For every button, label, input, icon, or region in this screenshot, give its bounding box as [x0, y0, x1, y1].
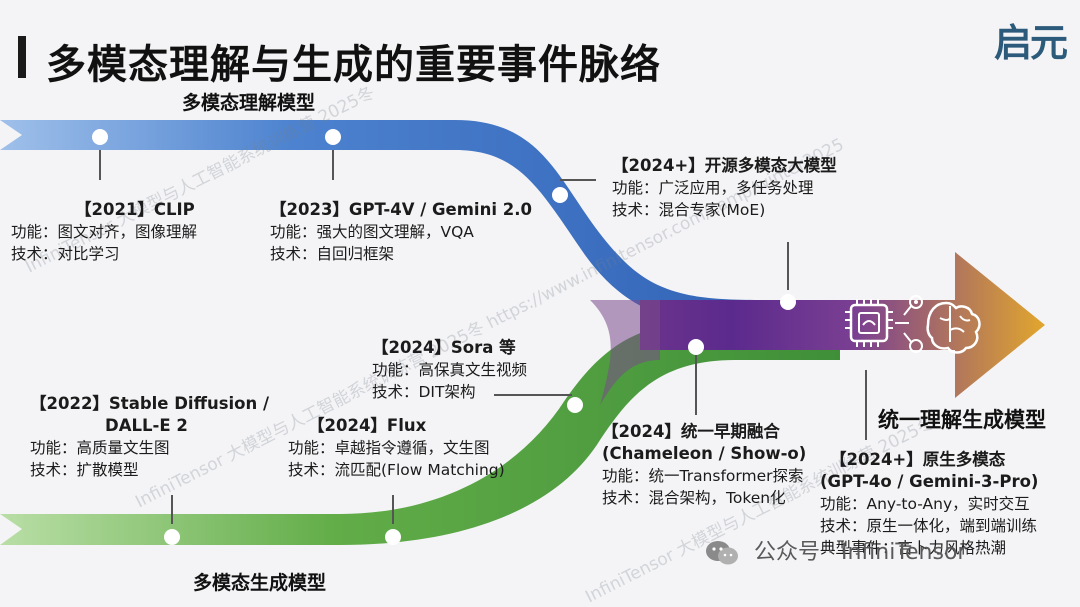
merge-blend — [590, 300, 660, 405]
clip-node — [92, 129, 108, 145]
unified-band-label: 统一理解生成模型 — [878, 408, 1046, 432]
event-line: 功能：统一Transformer探索 — [602, 467, 804, 485]
event-heading: DALL-E 2 — [105, 416, 188, 435]
understanding-band-label: 多模态理解模型 — [182, 92, 316, 114]
event-heading: (GPT-4o / Gemini-3-Pro) — [820, 472, 1039, 491]
sora-node — [567, 397, 583, 413]
event-line: 技术：原生一体化，端到端训练 — [820, 517, 1038, 535]
event-stable-diffusion: 【2022】Stable Diffusion / DALL-E 2 功能：高质量… — [30, 393, 269, 481]
event-heading: (Chameleon / Show-o) — [602, 444, 807, 463]
event-heading: 【2024】Sora 等 — [372, 338, 516, 357]
footer-text: 公众号 · InfiniTensor — [754, 540, 967, 565]
event-line: 技术：扩散模型 — [30, 461, 139, 479]
event-line: 功能：卓越指令遵循，文生图 — [288, 439, 490, 457]
understanding-band — [0, 120, 840, 328]
generation-band — [0, 320, 840, 545]
event-native-multimodal: 【2024+】原生多模态 (GPT-4o / Gemini-3-Pro) 功能：… — [820, 449, 1038, 559]
event-sora: 【2024】Sora 等 功能：高保真文生视频 技术：DIT架构 — [372, 337, 527, 403]
event-chameleon: 【2024】统一早期融合 (Chameleon / Show-o) 功能：统一T… — [602, 421, 806, 509]
generation-band-label: 多模态生成模型 — [193, 572, 327, 594]
event-flux: 【2024】Flux 功能：卓越指令遵循，文生图 技术：流匹配(Flow Mat… — [288, 415, 505, 481]
event-line: 功能：高质量文生图 — [30, 439, 170, 457]
unified-top-node — [780, 294, 796, 310]
event-clip: 【2021】CLIP 功能：图文对齐，图像理解 技术：对比学习 — [11, 199, 197, 265]
event-heading: 【2024】Flux — [308, 416, 427, 435]
chip-icon — [845, 299, 893, 347]
flux-node — [385, 529, 401, 545]
event-heading: 【2024+】开源多模态大模型 — [612, 156, 837, 175]
wechat-icon — [706, 541, 738, 565]
event-heading: 【2022】Stable Diffusion / — [30, 394, 270, 413]
event-line: 技术：自回归框架 — [270, 245, 395, 263]
event-line: 典型事件：吉卜力风格热潮 — [820, 539, 1007, 557]
link-lines-icon — [895, 295, 923, 353]
event-line: 功能：Any-to-Any，实时交互 — [820, 495, 1030, 513]
event-line: 功能：高保真文生视频 — [372, 361, 528, 379]
event-line: 功能：强大的图文理解，VQA — [270, 223, 474, 241]
chameleon-node — [688, 339, 704, 355]
gpt4v-node — [325, 129, 341, 145]
event-heading: 【2024】统一早期融合 — [602, 422, 780, 441]
event-open-mllm: 【2024+】开源多模态大模型 功能：广泛应用，多任务处理 技术：混合专家(Mo… — [612, 155, 837, 221]
timeline-diagram — [0, 120, 1045, 545]
sd-node — [164, 529, 180, 545]
open-mllm-node — [552, 187, 568, 203]
event-line: 技术：流匹配(Flow Matching) — [288, 461, 505, 479]
event-line: 技术：DIT架构 — [372, 383, 476, 401]
event-line: 技术：对比学习 — [11, 245, 120, 263]
brain-icon — [926, 301, 981, 354]
event-gpt4v: 【2023】GPT-4V / Gemini 2.0 功能：强大的图文理解，VQA… — [270, 199, 532, 265]
event-heading: 【2021】CLIP — [75, 200, 195, 219]
title-accent-bar — [18, 36, 26, 78]
unified-arrow — [640, 252, 1045, 398]
brand-logo: 启元 — [993, 21, 1068, 65]
event-heading: 【2024+】原生多模态 — [830, 450, 1006, 469]
page-title: 多模态理解与生成的重要事件脉络 — [46, 42, 661, 88]
wechat-footer: 公众号 · InfiniTensor — [705, 534, 966, 566]
event-line: 技术：混合架构，Token化 — [602, 489, 786, 507]
event-heading: 【2023】GPT-4V / Gemini 2.0 — [270, 200, 532, 219]
event-line: 技术：混合专家(MoE) — [612, 201, 766, 219]
event-line: 功能：广泛应用，多任务处理 — [612, 179, 814, 197]
event-line: 功能：图文对齐，图像理解 — [11, 223, 198, 241]
